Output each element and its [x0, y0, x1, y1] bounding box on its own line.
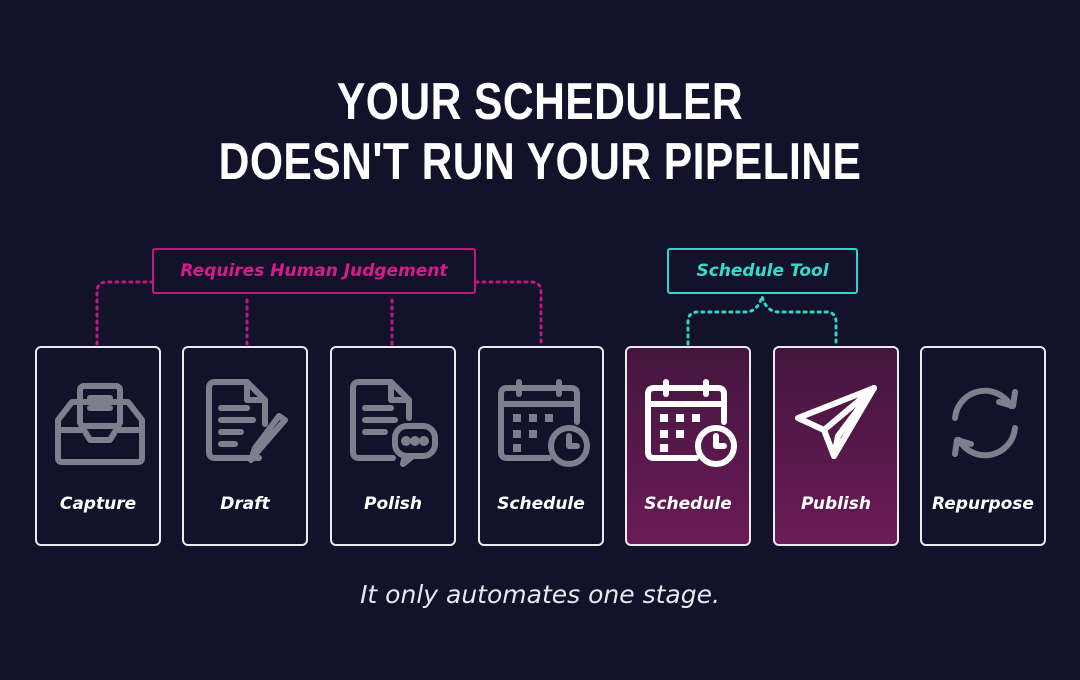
connector-capture [95, 280, 154, 346]
stage-card-publish: Publish [773, 346, 899, 546]
stage-card-schedule-manual: Schedule [478, 346, 604, 546]
group-label-schedule-tool: Schedule Tool [667, 248, 858, 294]
caption: It only automates one stage. [360, 580, 720, 609]
document-pencil-icon [197, 378, 297, 468]
stage-card-draft: Draft [182, 346, 308, 546]
stage-label: Draft [220, 494, 270, 514]
stage-label: Publish [800, 494, 871, 514]
stage-label: Capture [59, 494, 137, 514]
stage-label: Repurpose [932, 494, 1034, 514]
title-line-1: YOUR SCHEDULER [336, 73, 744, 131]
stage-label: Schedule [497, 494, 585, 514]
stage-label: Polish [363, 494, 422, 514]
stage-card-repurpose: Repurpose [920, 346, 1046, 546]
group-label-human-judgement: Requires Human Judgement [152, 248, 476, 294]
page-title: YOUR SCHEDULER DOESN'T RUN YOUR PIPELINE [97, 72, 983, 192]
inbox-tray-icon [50, 378, 150, 468]
connector-schedule [474, 280, 543, 346]
stage-card-schedule-tool: Schedule [625, 346, 751, 546]
group-label-tool-text: Schedule Tool [696, 261, 829, 281]
calendar-clock-icon [640, 378, 740, 468]
stage-card-capture: Capture [35, 346, 161, 546]
connector-tool [686, 295, 838, 346]
refresh-cycle-icon [935, 378, 1035, 468]
paper-plane-icon [788, 378, 888, 468]
stage-label: Schedule [644, 494, 732, 514]
group-label-human-text: Requires Human Judgement [180, 261, 448, 281]
stage-card-polish: Polish [330, 346, 456, 546]
title-line-2: DOESN'T RUN YOUR PIPELINE [218, 133, 862, 191]
calendar-clock-icon [493, 378, 593, 468]
document-chat-icon [345, 378, 445, 468]
